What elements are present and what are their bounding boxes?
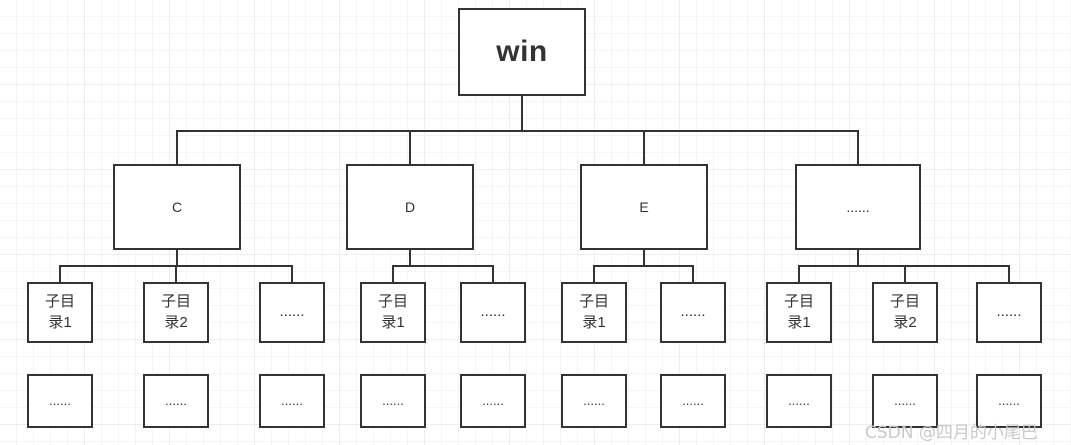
connector-stem-d (409, 250, 411, 266)
connector-drop-m3 (1008, 265, 1010, 283)
node-label-d: D (404, 198, 416, 215)
node-label-m1: 子目 录1 (783, 293, 814, 331)
node-e2[interactable]: ...... (660, 282, 726, 343)
node-label-c1: 子目 录1 (44, 293, 75, 331)
node-label-b7: ...... (682, 393, 704, 409)
connector-drop-c3 (291, 265, 293, 283)
node-more1[interactable]: ...... (795, 164, 921, 250)
connector-drop-c (176, 130, 178, 164)
node-root[interactable]: win (458, 8, 586, 96)
connector-stem-more1 (857, 250, 859, 266)
node-b7[interactable]: ...... (660, 374, 726, 428)
node-label-e2: ...... (680, 303, 706, 321)
node-b2[interactable]: ...... (143, 374, 209, 428)
node-label-b4: ...... (382, 393, 404, 409)
node-b5[interactable]: ...... (460, 374, 526, 428)
node-label-b3: ...... (281, 393, 303, 409)
connector-drop-m2 (904, 265, 906, 283)
connector-drop-c2 (175, 265, 177, 283)
node-b4[interactable]: ...... (360, 374, 426, 428)
node-m3[interactable]: ...... (976, 282, 1042, 343)
node-d[interactable]: D (346, 164, 474, 250)
node-e1[interactable]: 子目 录1 (561, 282, 627, 343)
node-label-b5: ...... (482, 393, 504, 409)
node-b3[interactable]: ...... (259, 374, 325, 428)
connector-drop-c1 (59, 265, 61, 283)
node-c3[interactable]: ...... (259, 282, 325, 343)
node-m1[interactable]: 子目 录1 (766, 282, 832, 343)
connector-drop-d2 (492, 265, 494, 283)
node-label-b6: ...... (583, 393, 605, 409)
connector-drop-e1 (593, 265, 595, 283)
node-label-c3: ...... (279, 303, 305, 321)
connector-stem-c (176, 250, 178, 266)
node-label-root: win (496, 34, 548, 68)
node-label-b9: ...... (894, 393, 916, 409)
node-label-d1: 子目 录1 (377, 293, 408, 331)
connector-drop-d1 (392, 265, 394, 283)
node-e[interactable]: E (580, 164, 708, 250)
connector-bus-more1 (798, 265, 1009, 267)
node-label-c: C (171, 198, 183, 215)
connector-level1-bus (176, 130, 858, 132)
connector-drop-e (643, 130, 645, 164)
node-label-b8: ...... (788, 393, 810, 409)
node-label-b10: ...... (998, 393, 1020, 409)
node-b1[interactable]: ...... (27, 374, 93, 428)
node-label-b1: ...... (49, 393, 71, 409)
node-m2[interactable]: 子目 录2 (872, 282, 938, 343)
node-label-more1: ...... (846, 198, 870, 215)
node-d2[interactable]: ...... (460, 282, 526, 343)
node-d1[interactable]: 子目 录1 (360, 282, 426, 343)
node-c[interactable]: C (113, 164, 241, 250)
node-label-d2: ...... (480, 303, 506, 321)
node-b10[interactable]: ...... (976, 374, 1042, 428)
node-label-b2: ...... (165, 393, 187, 409)
node-label-m3: ...... (996, 303, 1022, 321)
node-b6[interactable]: ...... (561, 374, 627, 428)
connector-drop-m1 (798, 265, 800, 283)
watermark-text: CSDN @四月的小尾巴 (865, 423, 1038, 443)
connector-stem-e (643, 250, 645, 266)
node-c2[interactable]: 子目 录2 (143, 282, 209, 343)
connector-drop-d (409, 130, 411, 164)
connector-drop-more1 (857, 130, 859, 164)
node-c1[interactable]: 子目 录1 (27, 282, 93, 343)
node-label-e: E (639, 198, 649, 215)
connector-root-stem (521, 96, 523, 131)
node-b8[interactable]: ...... (766, 374, 832, 428)
connector-bus-d (392, 265, 492, 267)
connector-drop-e2 (692, 265, 694, 283)
node-label-c2: 子目 录2 (160, 293, 191, 331)
node-label-m2: 子目 录2 (889, 293, 920, 331)
connector-bus-e (593, 265, 692, 267)
node-b9[interactable]: ...... (872, 374, 938, 428)
node-label-e1: 子目 录1 (578, 293, 609, 331)
